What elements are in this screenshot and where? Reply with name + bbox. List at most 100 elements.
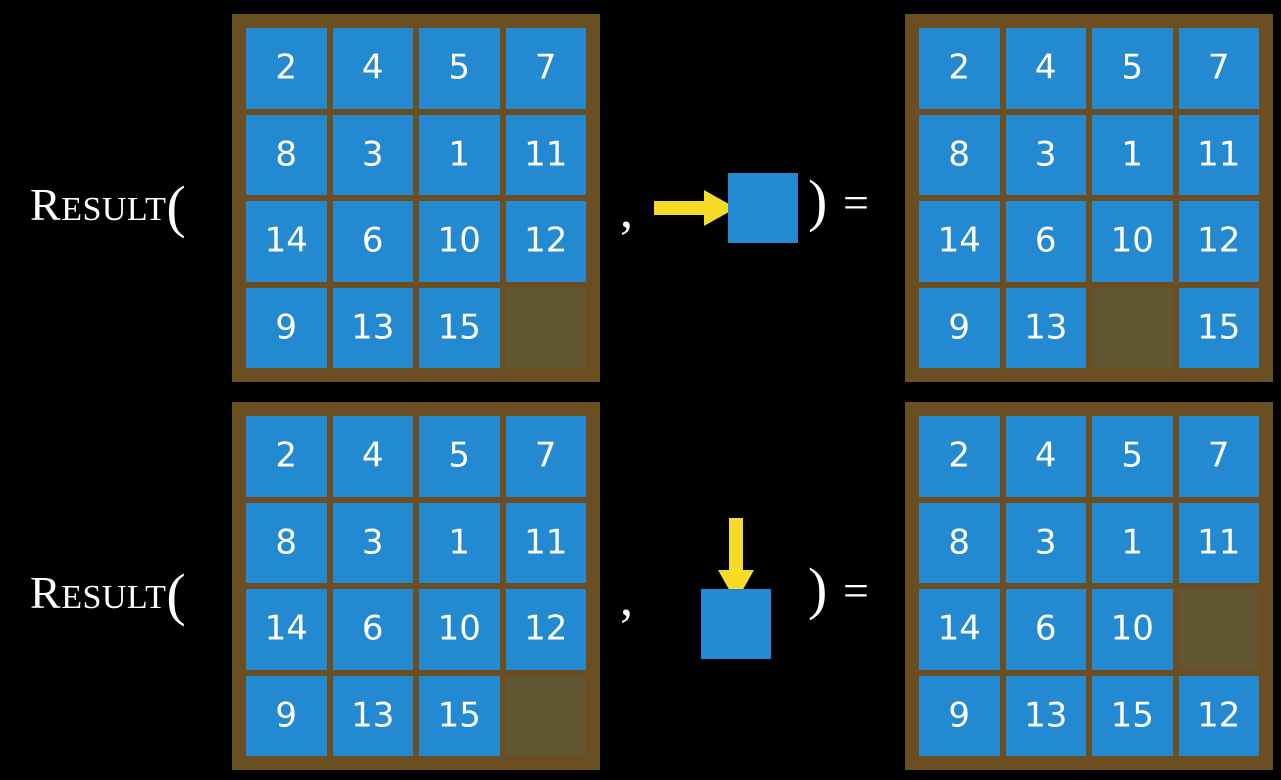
puzzle-tile-number: 11: [1197, 134, 1241, 175]
puzzle-tile-number: 13: [1024, 307, 1068, 348]
puzzle-tile-number: 14: [937, 220, 981, 261]
puzzle-tile[interactable]: 3: [332, 502, 413, 583]
puzzle-tile-number: 9: [948, 307, 971, 348]
puzzle-tile[interactable]: 1: [1092, 114, 1173, 195]
puzzle-tile[interactable]: 15: [1178, 287, 1259, 368]
puzzle-tile[interactable]: 5: [1092, 416, 1173, 497]
puzzle-tile-number: 4: [1034, 47, 1057, 88]
puzzle-tile[interactable]: 1: [1092, 502, 1173, 583]
puzzle-tile[interactable]: 5: [419, 28, 500, 109]
puzzle-tile[interactable]: 15: [419, 675, 500, 756]
puzzle-tile-number: 10: [437, 220, 481, 261]
puzzle-tile[interactable]: 10: [1092, 589, 1173, 670]
puzzle-tile-number: 3: [361, 522, 384, 563]
puzzle-empty-cell: [505, 675, 586, 756]
puzzle-tile[interactable]: 5: [419, 416, 500, 497]
puzzle-tile-number: 15: [437, 695, 481, 736]
puzzle-tile[interactable]: 6: [1005, 589, 1086, 670]
puzzle-tile[interactable]: 3: [332, 114, 413, 195]
puzzle-tile-number: 3: [1034, 134, 1057, 175]
close-paren-1: ): [808, 168, 828, 233]
puzzle-tile[interactable]: 8: [919, 502, 1000, 583]
puzzle-tile[interactable]: 10: [419, 201, 500, 282]
puzzle-tile[interactable]: 6: [332, 201, 413, 282]
puzzle-tile[interactable]: 2: [246, 416, 327, 497]
puzzle-tile-number: 11: [524, 522, 568, 563]
puzzle-tile[interactable]: 9: [246, 287, 327, 368]
puzzle-tile-number: 8: [948, 522, 971, 563]
puzzle-tile[interactable]: 9: [919, 675, 1000, 756]
equals-sign-1: =: [843, 177, 869, 228]
puzzle-tile[interactable]: 3: [1005, 114, 1086, 195]
puzzle-tile[interactable]: 15: [419, 287, 500, 368]
result-label-cap-1: R: [30, 179, 62, 230]
action-tile-2[interactable]: [701, 589, 771, 659]
puzzle-tile[interactable]: 12: [505, 589, 586, 670]
puzzle-tile[interactable]: 1: [419, 114, 500, 195]
result-label-rest-2: ESULT: [61, 579, 167, 616]
puzzle-tile-number: 7: [1207, 47, 1230, 88]
puzzle-tile[interactable]: 9: [246, 675, 327, 756]
puzzle-tile[interactable]: 2: [919, 28, 1000, 109]
puzzle-tile-number: 4: [361, 435, 384, 476]
puzzle-tile[interactable]: 1: [419, 502, 500, 583]
puzzle-tile[interactable]: 11: [1178, 502, 1259, 583]
puzzle-tile[interactable]: 13: [1005, 287, 1086, 368]
action-tile-1[interactable]: [728, 173, 798, 243]
puzzle-tile-number: 14: [264, 220, 308, 261]
puzzle-tile[interactable]: 7: [505, 416, 586, 497]
puzzle-tile[interactable]: 4: [332, 28, 413, 109]
puzzle-tile[interactable]: 14: [919, 201, 1000, 282]
puzzle-tile-number: 8: [948, 134, 971, 175]
puzzle-tile[interactable]: 2: [246, 28, 327, 109]
puzzle-tile-number: 4: [361, 47, 384, 88]
puzzle-tile-number: 1: [448, 134, 471, 175]
puzzle-tile-number: 1: [1121, 134, 1144, 175]
puzzle-tile[interactable]: 12: [1178, 201, 1259, 282]
puzzle-tile[interactable]: 12: [1178, 675, 1259, 756]
puzzle-tile[interactable]: 4: [332, 416, 413, 497]
puzzle-tile[interactable]: 7: [1178, 416, 1259, 497]
puzzle-tile[interactable]: 7: [505, 28, 586, 109]
puzzle-tile[interactable]: 2: [919, 416, 1000, 497]
puzzle-tile[interactable]: 11: [505, 114, 586, 195]
puzzle-tile[interactable]: 14: [246, 589, 327, 670]
puzzle-tile[interactable]: 6: [332, 589, 413, 670]
puzzle-tile-number: 11: [524, 134, 568, 175]
puzzle-tile[interactable]: 13: [332, 675, 413, 756]
puzzle-tile[interactable]: 8: [919, 114, 1000, 195]
puzzle-tile[interactable]: 8: [246, 502, 327, 583]
puzzle-tile[interactable]: 13: [1005, 675, 1086, 756]
puzzle-tile-number: 15: [1197, 307, 1241, 348]
puzzle-tile[interactable]: 4: [1005, 416, 1086, 497]
puzzle-tile[interactable]: 9: [919, 287, 1000, 368]
arrow-down-icon: [718, 518, 754, 602]
puzzle-tile[interactable]: 7: [1178, 28, 1259, 109]
puzzle-tile-number: 11: [1197, 522, 1241, 563]
puzzle-tile-number: 14: [937, 608, 981, 649]
puzzle-tile[interactable]: 11: [505, 502, 586, 583]
puzzle-tile[interactable]: 3: [1005, 502, 1086, 583]
puzzle-tile[interactable]: 6: [1005, 201, 1086, 282]
puzzle-tile-number: 2: [948, 47, 971, 88]
puzzle-tile-number: 12: [524, 220, 568, 261]
puzzle-tile[interactable]: 15: [1092, 675, 1173, 756]
puzzle-tile[interactable]: 13: [332, 287, 413, 368]
puzzle-tile[interactable]: 4: [1005, 28, 1086, 109]
comma-separator-1: ,: [620, 182, 633, 239]
puzzle-tile[interactable]: 10: [419, 589, 500, 670]
puzzle-tile[interactable]: 14: [246, 201, 327, 282]
puzzle-tile[interactable]: 5: [1092, 28, 1173, 109]
puzzle-tile-number: 7: [534, 435, 557, 476]
puzzle-tile[interactable]: 10: [1092, 201, 1173, 282]
puzzle-tile[interactable]: 12: [505, 201, 586, 282]
puzzle-tile-number: 14: [264, 608, 308, 649]
puzzle-tile[interactable]: 14: [919, 589, 1000, 670]
puzzle-tile-number: 1: [1121, 522, 1144, 563]
puzzle-tile[interactable]: 11: [1178, 114, 1259, 195]
puzzle-tile[interactable]: 8: [246, 114, 327, 195]
